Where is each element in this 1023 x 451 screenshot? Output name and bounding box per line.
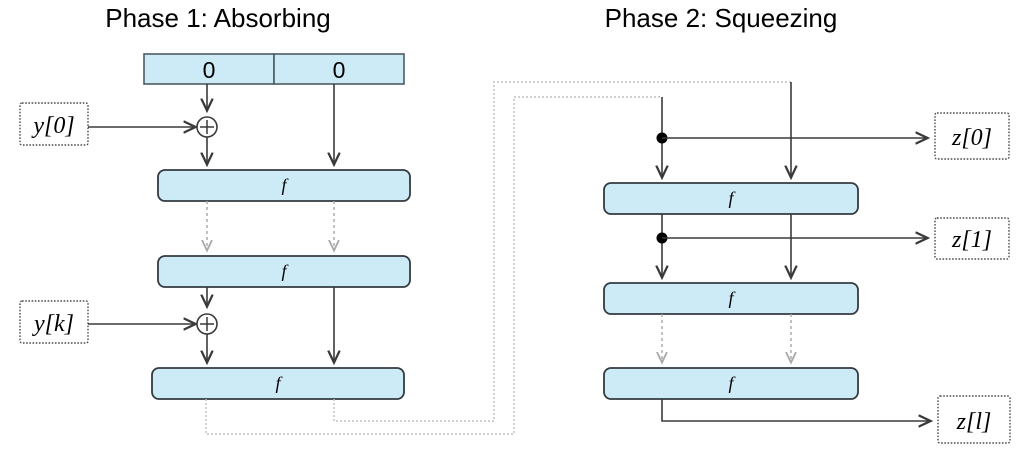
phase1-permutation-f-1[interactable] [157,169,411,202]
routing-wire-capacity-lane [333,81,791,422]
phase1-title: Phase 1: Absorbing [105,3,331,33]
phase1-state-cell-rate [143,53,275,85]
phase2-permutation-f-2-label: f [728,288,736,308]
phase1-permutation-f-3-label: f [275,373,283,393]
phase2-permutation-f-1[interactable] [603,182,859,215]
input-yk-box[interactable] [19,300,89,344]
phase1-state-cell-capacity [273,53,405,85]
input-yk-label: y[k] [32,311,74,337]
phase2-title: Phase 2: Squeezing [605,3,838,33]
phase1-state-cell-capacity-label: 0 [333,57,346,83]
xor-node-0 [196,116,218,138]
phase1-permutation-f-2-label: f [281,261,289,281]
input-y0-box[interactable] [19,102,89,146]
output-zl-box[interactable] [937,395,1011,444]
phase2-permutation-f-2[interactable] [603,282,859,315]
phase1-permutation-f-3[interactable] [151,367,405,400]
output-z0-label: z[0] [951,125,992,151]
xor-node-k [196,313,218,335]
output-z0-box[interactable] [934,112,1010,160]
output-z1-box[interactable] [934,217,1010,260]
phase2-permutation-f-1-label: f [728,188,736,208]
phase2-permutation-f-3[interactable] [603,367,859,400]
input-y0-label: y[0] [31,113,74,139]
output-zl-label: z[l] [956,409,992,435]
wire-f3-to-zl [661,399,930,421]
phase1-permutation-f-1-label: f [281,175,289,195]
routing-wire-rate-lane [205,96,662,435]
phase2-permutation-f-3-label: f [728,373,736,393]
phase1-permutation-f-2[interactable] [157,255,411,288]
phase1-state-cell-rate-label: 0 [203,57,216,83]
output-z1-label: z[1] [951,227,992,253]
